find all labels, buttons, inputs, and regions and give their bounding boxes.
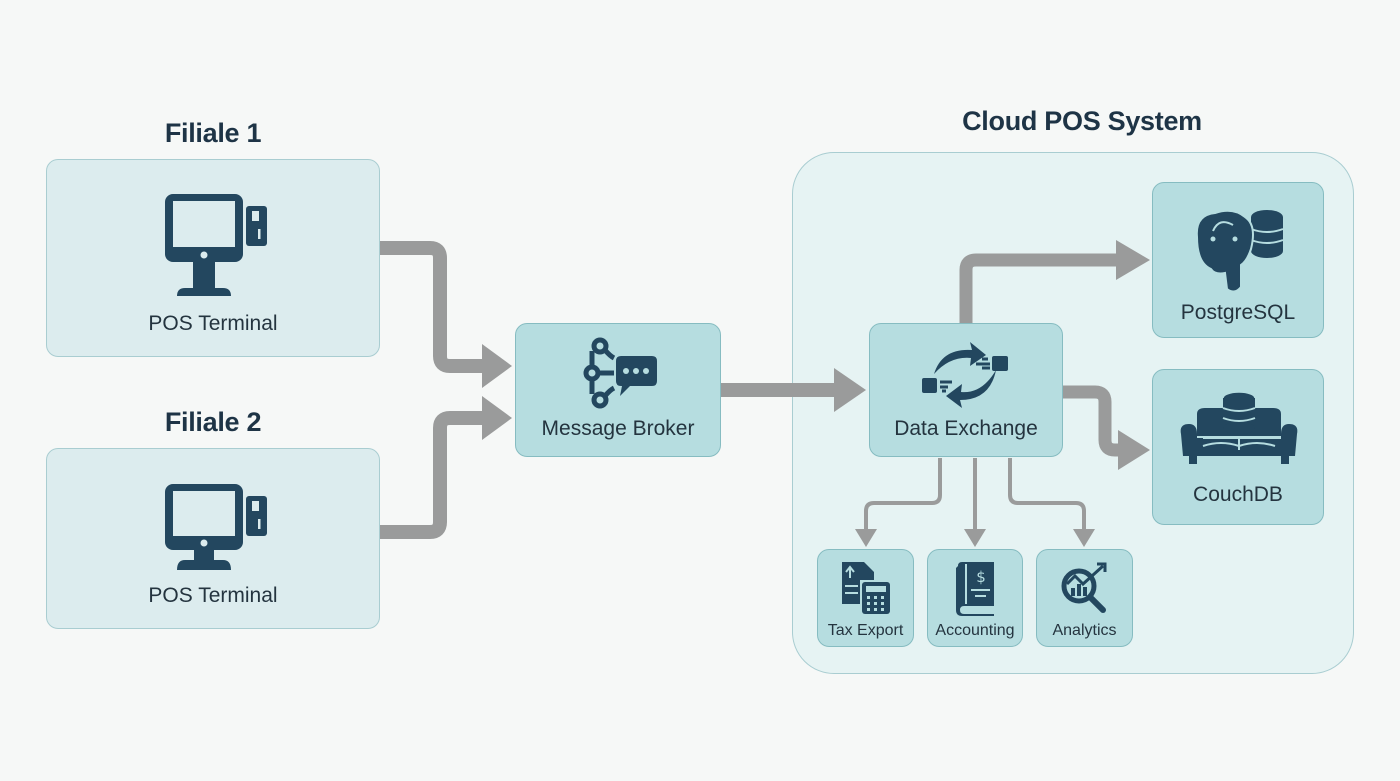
pos-terminal-icon	[165, 484, 267, 570]
couchdb-node[interactable]: CouchDB	[1152, 369, 1324, 525]
branch-title: Filiale 1	[164, 118, 262, 148]
analytics-icon	[1061, 562, 1107, 613]
analytics-node[interactable]: Analytics	[1036, 549, 1133, 647]
data-exchange-node[interactable]: Data Exchange	[869, 323, 1063, 457]
pos-terminal-icon	[165, 194, 267, 296]
node-label: Accounting	[935, 622, 1015, 639]
node-label: PostgreSQL	[1180, 301, 1296, 324]
postgresql-node[interactable]: PostgreSQL	[1152, 182, 1324, 338]
data-exchange-icon	[922, 342, 1008, 408]
node-label: POS Terminal	[148, 584, 278, 607]
node-label: Data Exchange	[894, 417, 1038, 440]
arrowhead	[964, 529, 986, 547]
arrowhead	[1118, 430, 1150, 470]
arrowhead	[1073, 529, 1095, 547]
message-broker-icon	[583, 337, 657, 409]
branch-title: Filiale 2	[164, 407, 262, 437]
cloud-title: Cloud POS System	[962, 106, 1202, 136]
arrow-filiale2-to-broker	[380, 411, 485, 539]
pos-terminal-node[interactable]: POS Terminal	[46, 159, 380, 357]
tax-export-node[interactable]: Tax Export	[817, 549, 914, 647]
arrow-exchange-to-postgresql	[959, 253, 1120, 324]
arrowhead	[482, 396, 512, 440]
node-label: POS Terminal	[148, 312, 278, 335]
accounting-book-icon: $	[956, 562, 994, 616]
node-label: Tax Export	[827, 622, 904, 639]
arrow-filiale1-to-broker	[380, 241, 485, 373]
postgresql-elephant-icon	[1195, 209, 1284, 293]
arrowhead	[482, 344, 512, 388]
node-label: Analytics	[1052, 622, 1117, 639]
svg-text:$: $	[976, 568, 986, 586]
message-broker-node[interactable]: Message Broker	[515, 323, 721, 457]
arrow-exchange-to-analytics	[1008, 458, 1086, 530]
accounting-node[interactable]: $ Accounting	[927, 549, 1023, 647]
arrowhead	[1116, 240, 1150, 280]
pos-terminal-node[interactable]: POS Terminal	[46, 448, 380, 629]
arrowhead	[855, 529, 877, 547]
tax-export-icon	[842, 562, 890, 614]
couchdb-couch-icon	[1180, 391, 1298, 464]
node-label: Message Broker	[541, 417, 695, 440]
node-label: CouchDB	[1193, 483, 1283, 506]
arrowhead	[834, 368, 866, 412]
arrow-exchange-to-tax-export	[864, 458, 942, 530]
arrow-exchange-to-couchdb	[1062, 385, 1122, 457]
